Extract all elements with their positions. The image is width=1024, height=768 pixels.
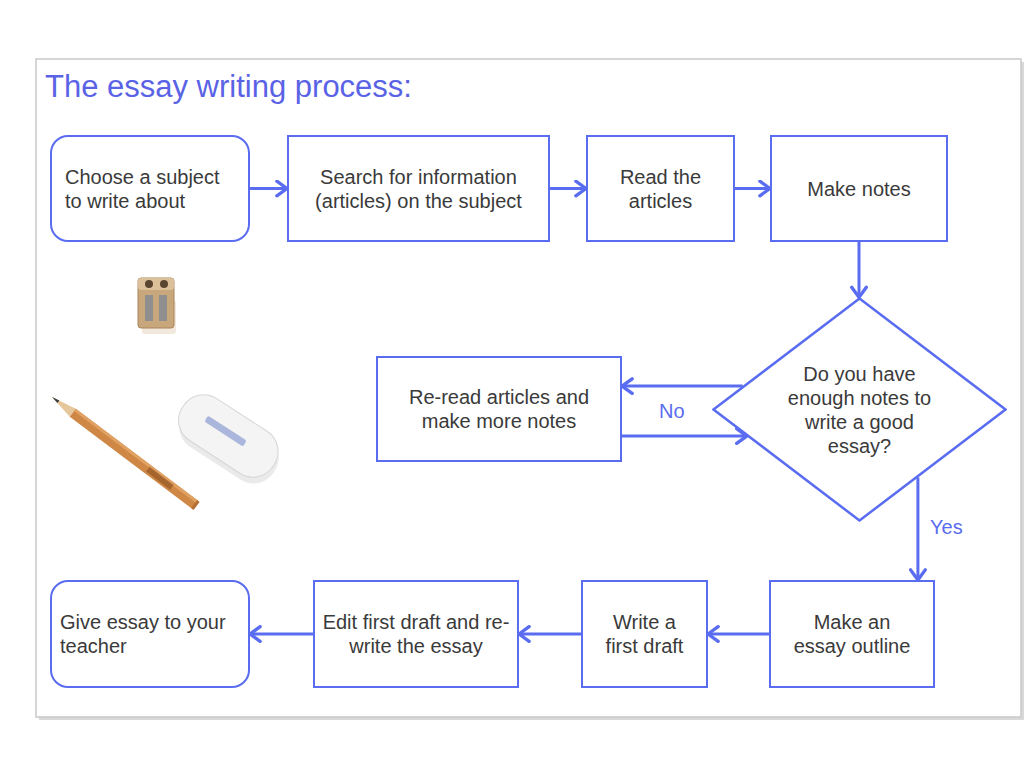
node-text: Write a first draft [597,610,692,658]
flow-arrow [708,633,769,636]
terminal-box: Choose a subject to write about [50,135,250,242]
flow-arrow [550,187,586,190]
flow-arrow [622,385,743,388]
node-text: Make notes [784,177,934,201]
node-text: Search for information (articles) on the… [301,165,536,213]
process-box: Write a first draft [581,580,708,688]
process-box: Make notes [770,135,948,242]
node-text: Edit first draft and re-write the essay [319,610,514,658]
pencil-wood-tip [49,393,76,417]
sharpener-hole [145,280,153,288]
sharpener-top [138,278,174,290]
diamond-outline [712,297,1007,522]
node-text: Make an essay outline [790,610,915,658]
node-text: Re-read articles and make more notes [392,385,607,433]
pencil-print [146,467,174,490]
node-text: Give essay to your teacher [60,610,240,658]
pencil [49,393,200,510]
diagram-title: The essay writing process: [45,68,412,106]
flow-arrow [735,187,770,190]
process-box: Read the articles [586,135,735,242]
decision-diamond: Do you have enough notes to write a good… [712,297,1007,522]
pencil-end [191,500,199,510]
eraser [167,386,291,493]
slide-frame [36,59,1021,717]
flow-arrow [250,187,287,190]
flow-arrow [250,633,313,636]
eraser-body [169,386,287,487]
flow-arrow [519,633,581,636]
flow-arrow [622,435,747,438]
sharpener-body [138,278,174,328]
terminal-box: Give essay to your teacher [50,580,250,688]
sharpener-blade [159,295,167,321]
diamond-shape [714,299,1006,521]
flow-arrow [916,477,919,580]
edge-label: No [659,399,685,423]
edge-label: Yes [930,515,963,539]
eraser-print [204,416,246,447]
flow-arrow [858,242,861,297]
node-text: Choose a subject to write about [65,165,235,213]
process-box: Re-read articles and make more notes [376,356,622,462]
process-box: Make an essay outline [769,580,935,688]
process-box: Edit first draft and re-write the essay [313,580,519,688]
process-box: Search for information (articles) on the… [287,135,550,242]
sharpener-hole [160,280,168,288]
sharpener-blade [145,295,153,321]
pencil-lead [51,396,59,403]
node-text: Do you have enough notes to write a good… [780,362,940,458]
node-text: Read the articles [606,165,716,213]
pencil-sharpener [138,278,176,334]
